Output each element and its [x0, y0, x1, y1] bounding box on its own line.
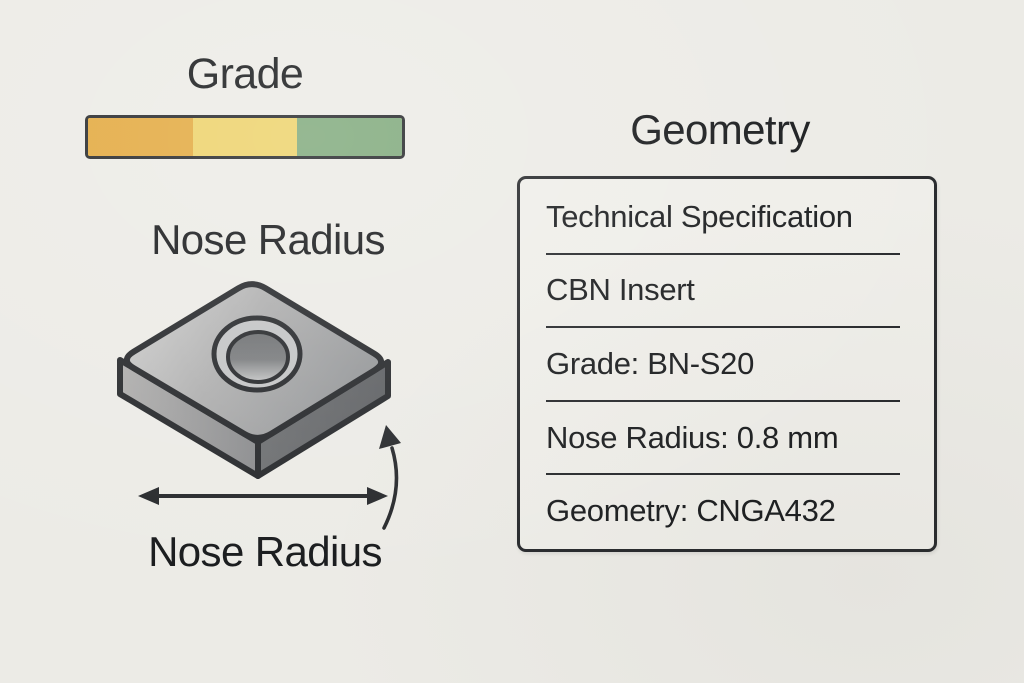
arrowhead-left [138, 487, 159, 505]
grade-color-bar [85, 115, 405, 159]
spec-row-geometry: Geometry: CNGA432 [546, 493, 836, 529]
mounting-hole [226, 330, 290, 384]
nose-radius-curved-arrow [379, 425, 401, 530]
grade-bar-segment-orange [88, 118, 193, 156]
spec-row-header: Technical Specification [546, 181, 900, 255]
spec-row-grade: Grade: BN-S20 [546, 328, 900, 402]
spec-row-insert-type: CBN Insert [546, 255, 900, 329]
cbn-insert-illustration [117, 281, 391, 479]
grade-bar-segment-green [297, 118, 402, 156]
nose-radius-title: Nose Radius [151, 216, 385, 263]
spec-row-nose-radius: Nose Radius: 0.8 mm [546, 402, 900, 476]
geometry-title: Geometry [630, 106, 810, 153]
width-arrow [138, 487, 388, 505]
grade-title: Grade [186, 50, 304, 98]
grade-bar-segment-yellow [192, 118, 298, 156]
technical-specification-box: Technical Specification CBN Insert Grade… [517, 176, 937, 552]
nose-radius-caption: Nose Radius [148, 528, 382, 575]
arrowhead-up [379, 425, 401, 449]
arrowhead-right [367, 487, 388, 505]
